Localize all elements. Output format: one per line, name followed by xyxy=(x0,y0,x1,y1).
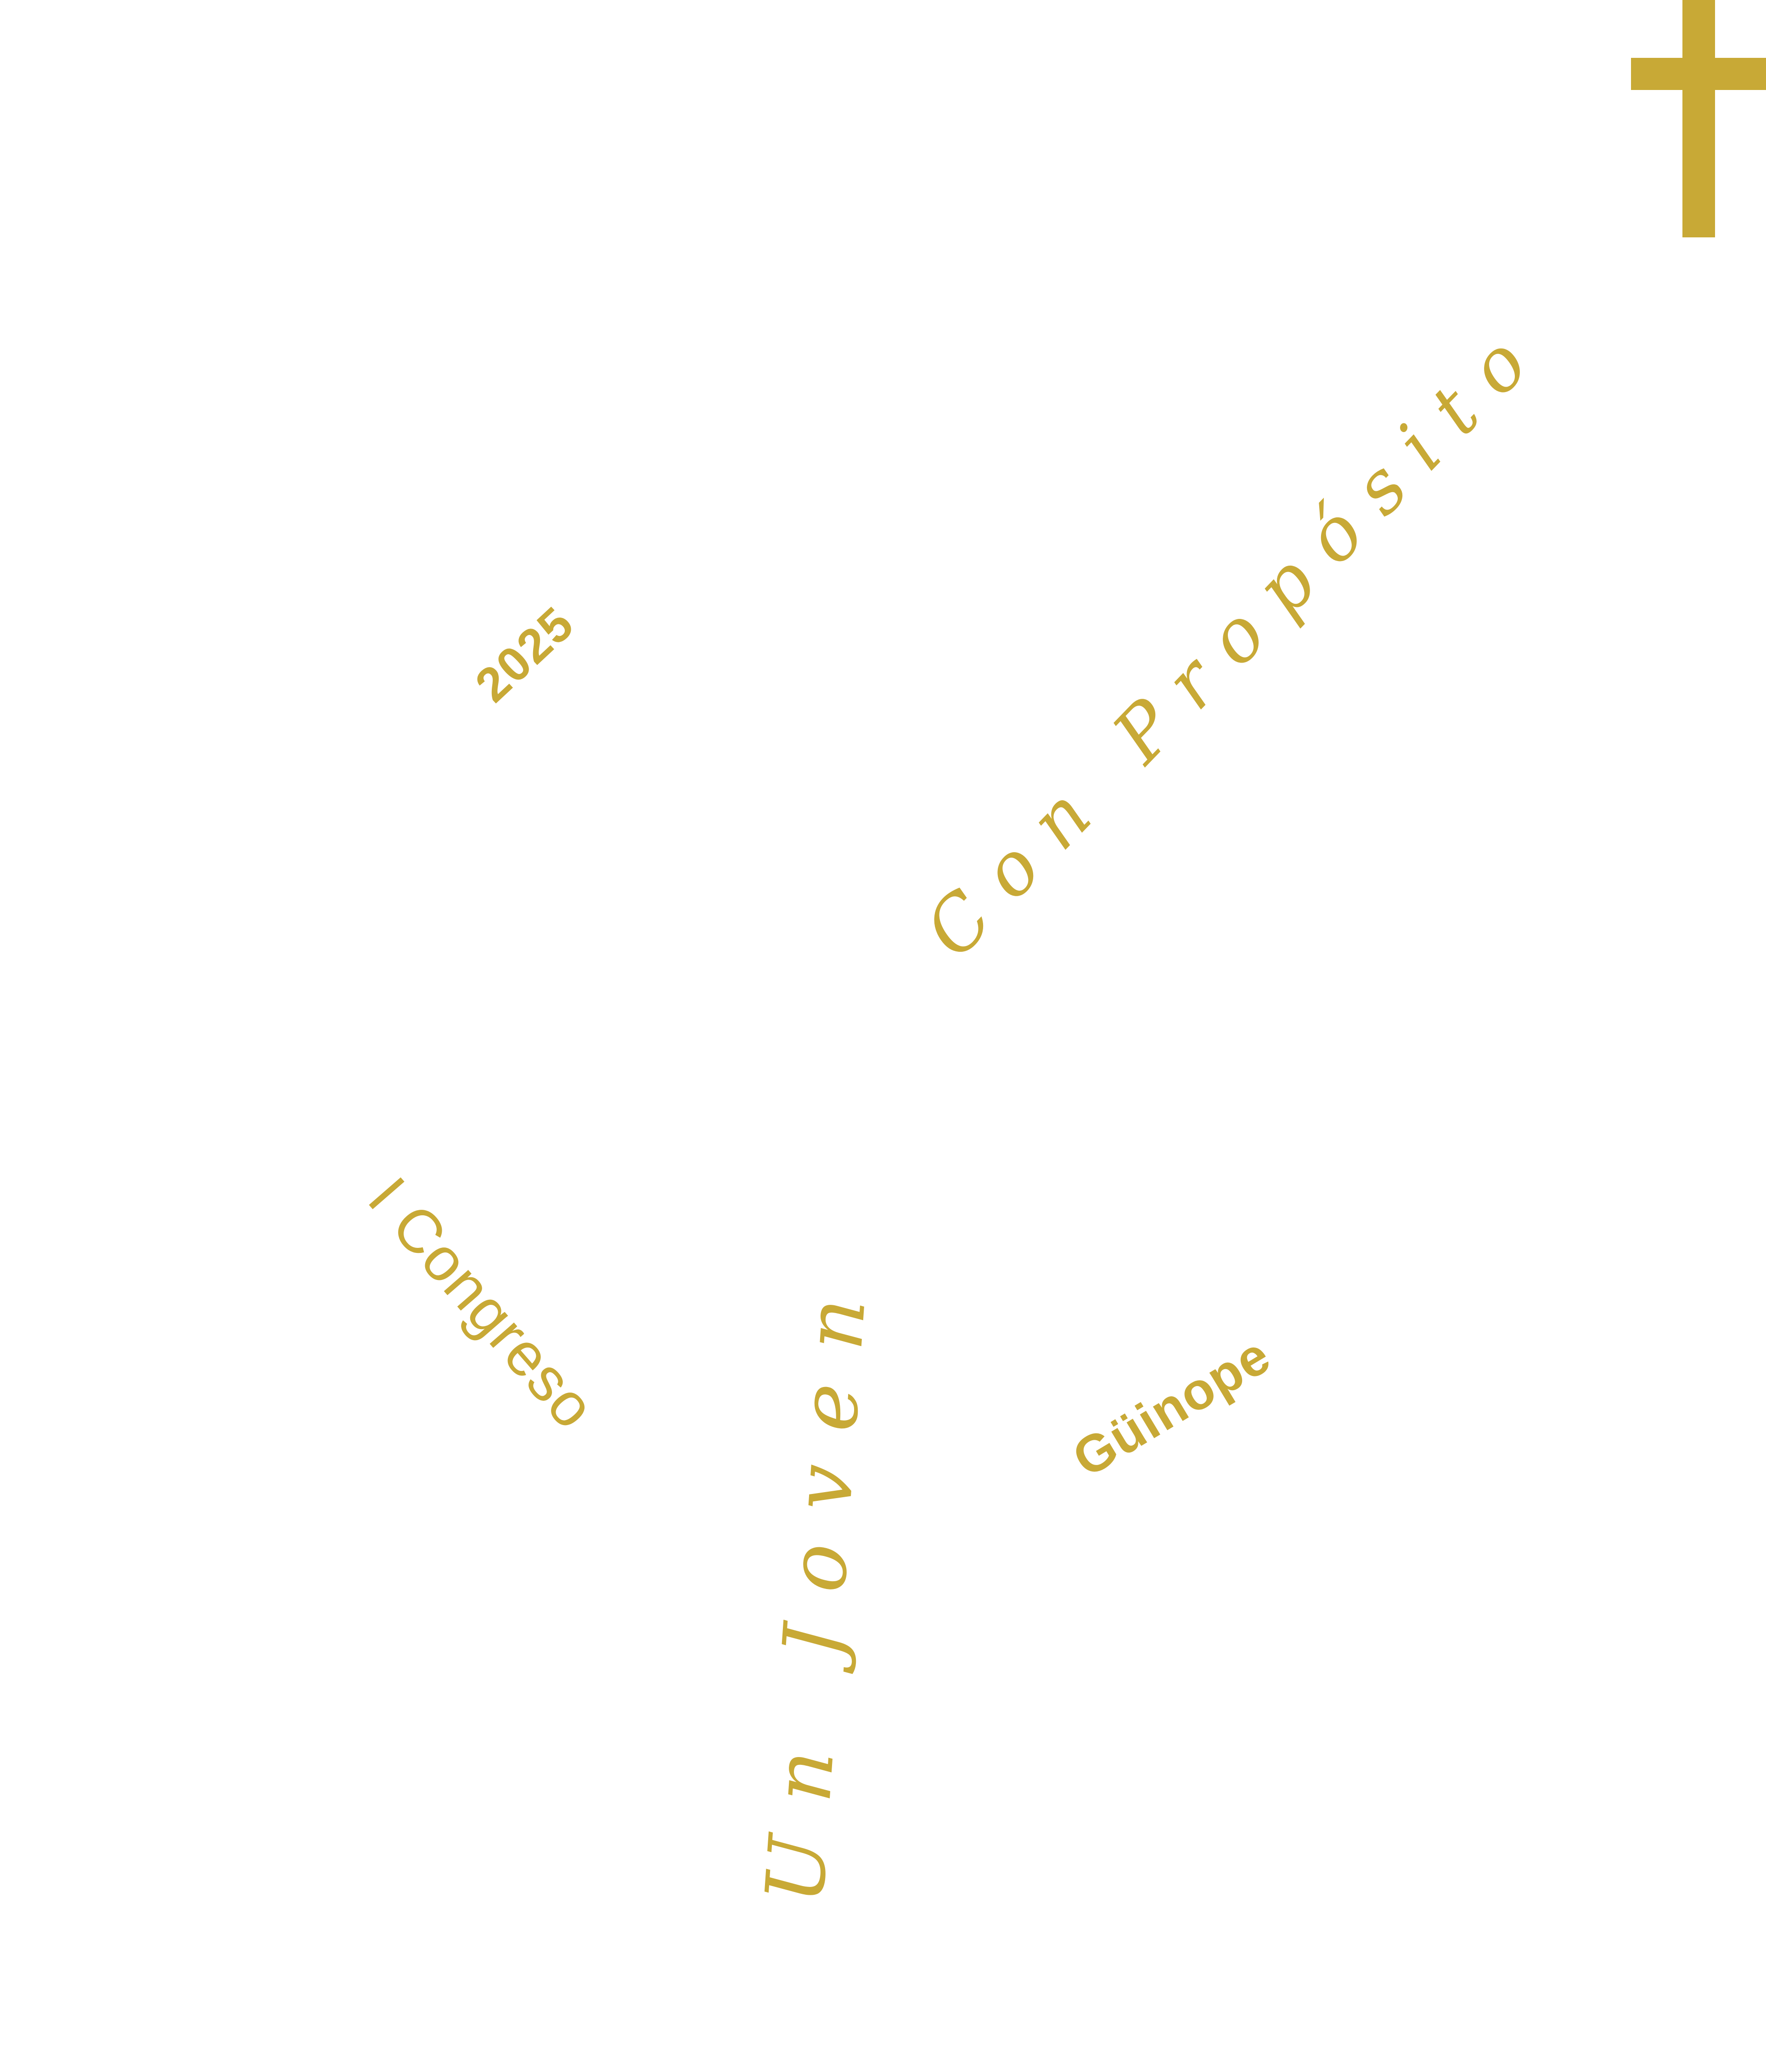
title-script-con-proposito: Con Propósito xyxy=(908,302,1561,974)
cross-icon-vertical-bar xyxy=(1682,0,1715,237)
cross-icon-horizontal-bar xyxy=(1631,58,1766,90)
title-script-un-joven: Un Joven xyxy=(748,1261,886,1907)
location-label: Güinope xyxy=(1063,1325,1281,1488)
congress-label: I Congreso xyxy=(355,1165,609,1442)
year-label: 2025 xyxy=(465,596,585,713)
